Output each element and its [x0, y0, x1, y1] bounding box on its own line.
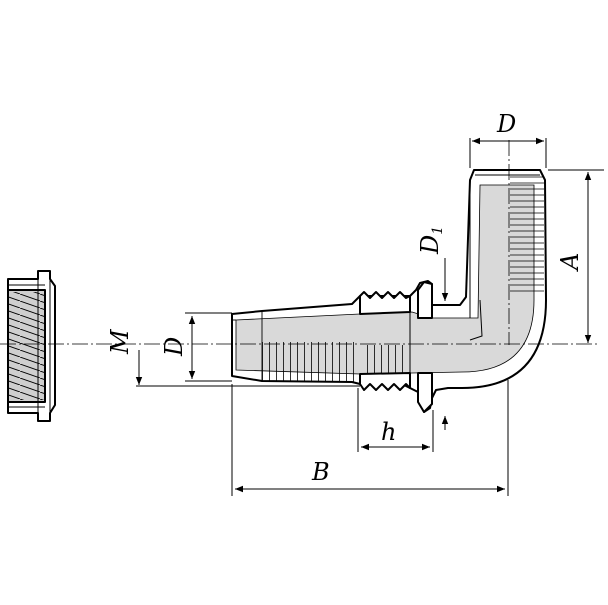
label-a: A	[556, 253, 584, 272]
male-thread	[359, 291, 411, 391]
nut-thread-lines	[9, 292, 44, 400]
dimension-h: h	[357, 388, 449, 452]
vertical-barb-ribs	[475, 174, 544, 296]
label-d1: D1	[416, 226, 446, 255]
dimension-d1: D1	[416, 216, 471, 304]
label-top-d: D	[496, 110, 516, 138]
dimension-left-d: D	[160, 312, 232, 382]
dimension-a: A	[548, 169, 604, 343]
dimension-m: M	[106, 328, 360, 387]
inner-bore	[235, 184, 535, 375]
label-b: B	[311, 458, 330, 486]
union-nut	[7, 270, 56, 422]
flange	[417, 281, 433, 413]
label-h: h	[381, 418, 396, 446]
dimension-top-d: D	[469, 110, 547, 168]
horizontal-barb-ribs	[232, 312, 358, 382]
label-left-d: D	[160, 337, 188, 357]
label-m: M	[106, 328, 134, 355]
dimension-b: B	[231, 380, 509, 496]
elbow-fitting	[231, 169, 547, 413]
center-lines	[0, 140, 600, 345]
